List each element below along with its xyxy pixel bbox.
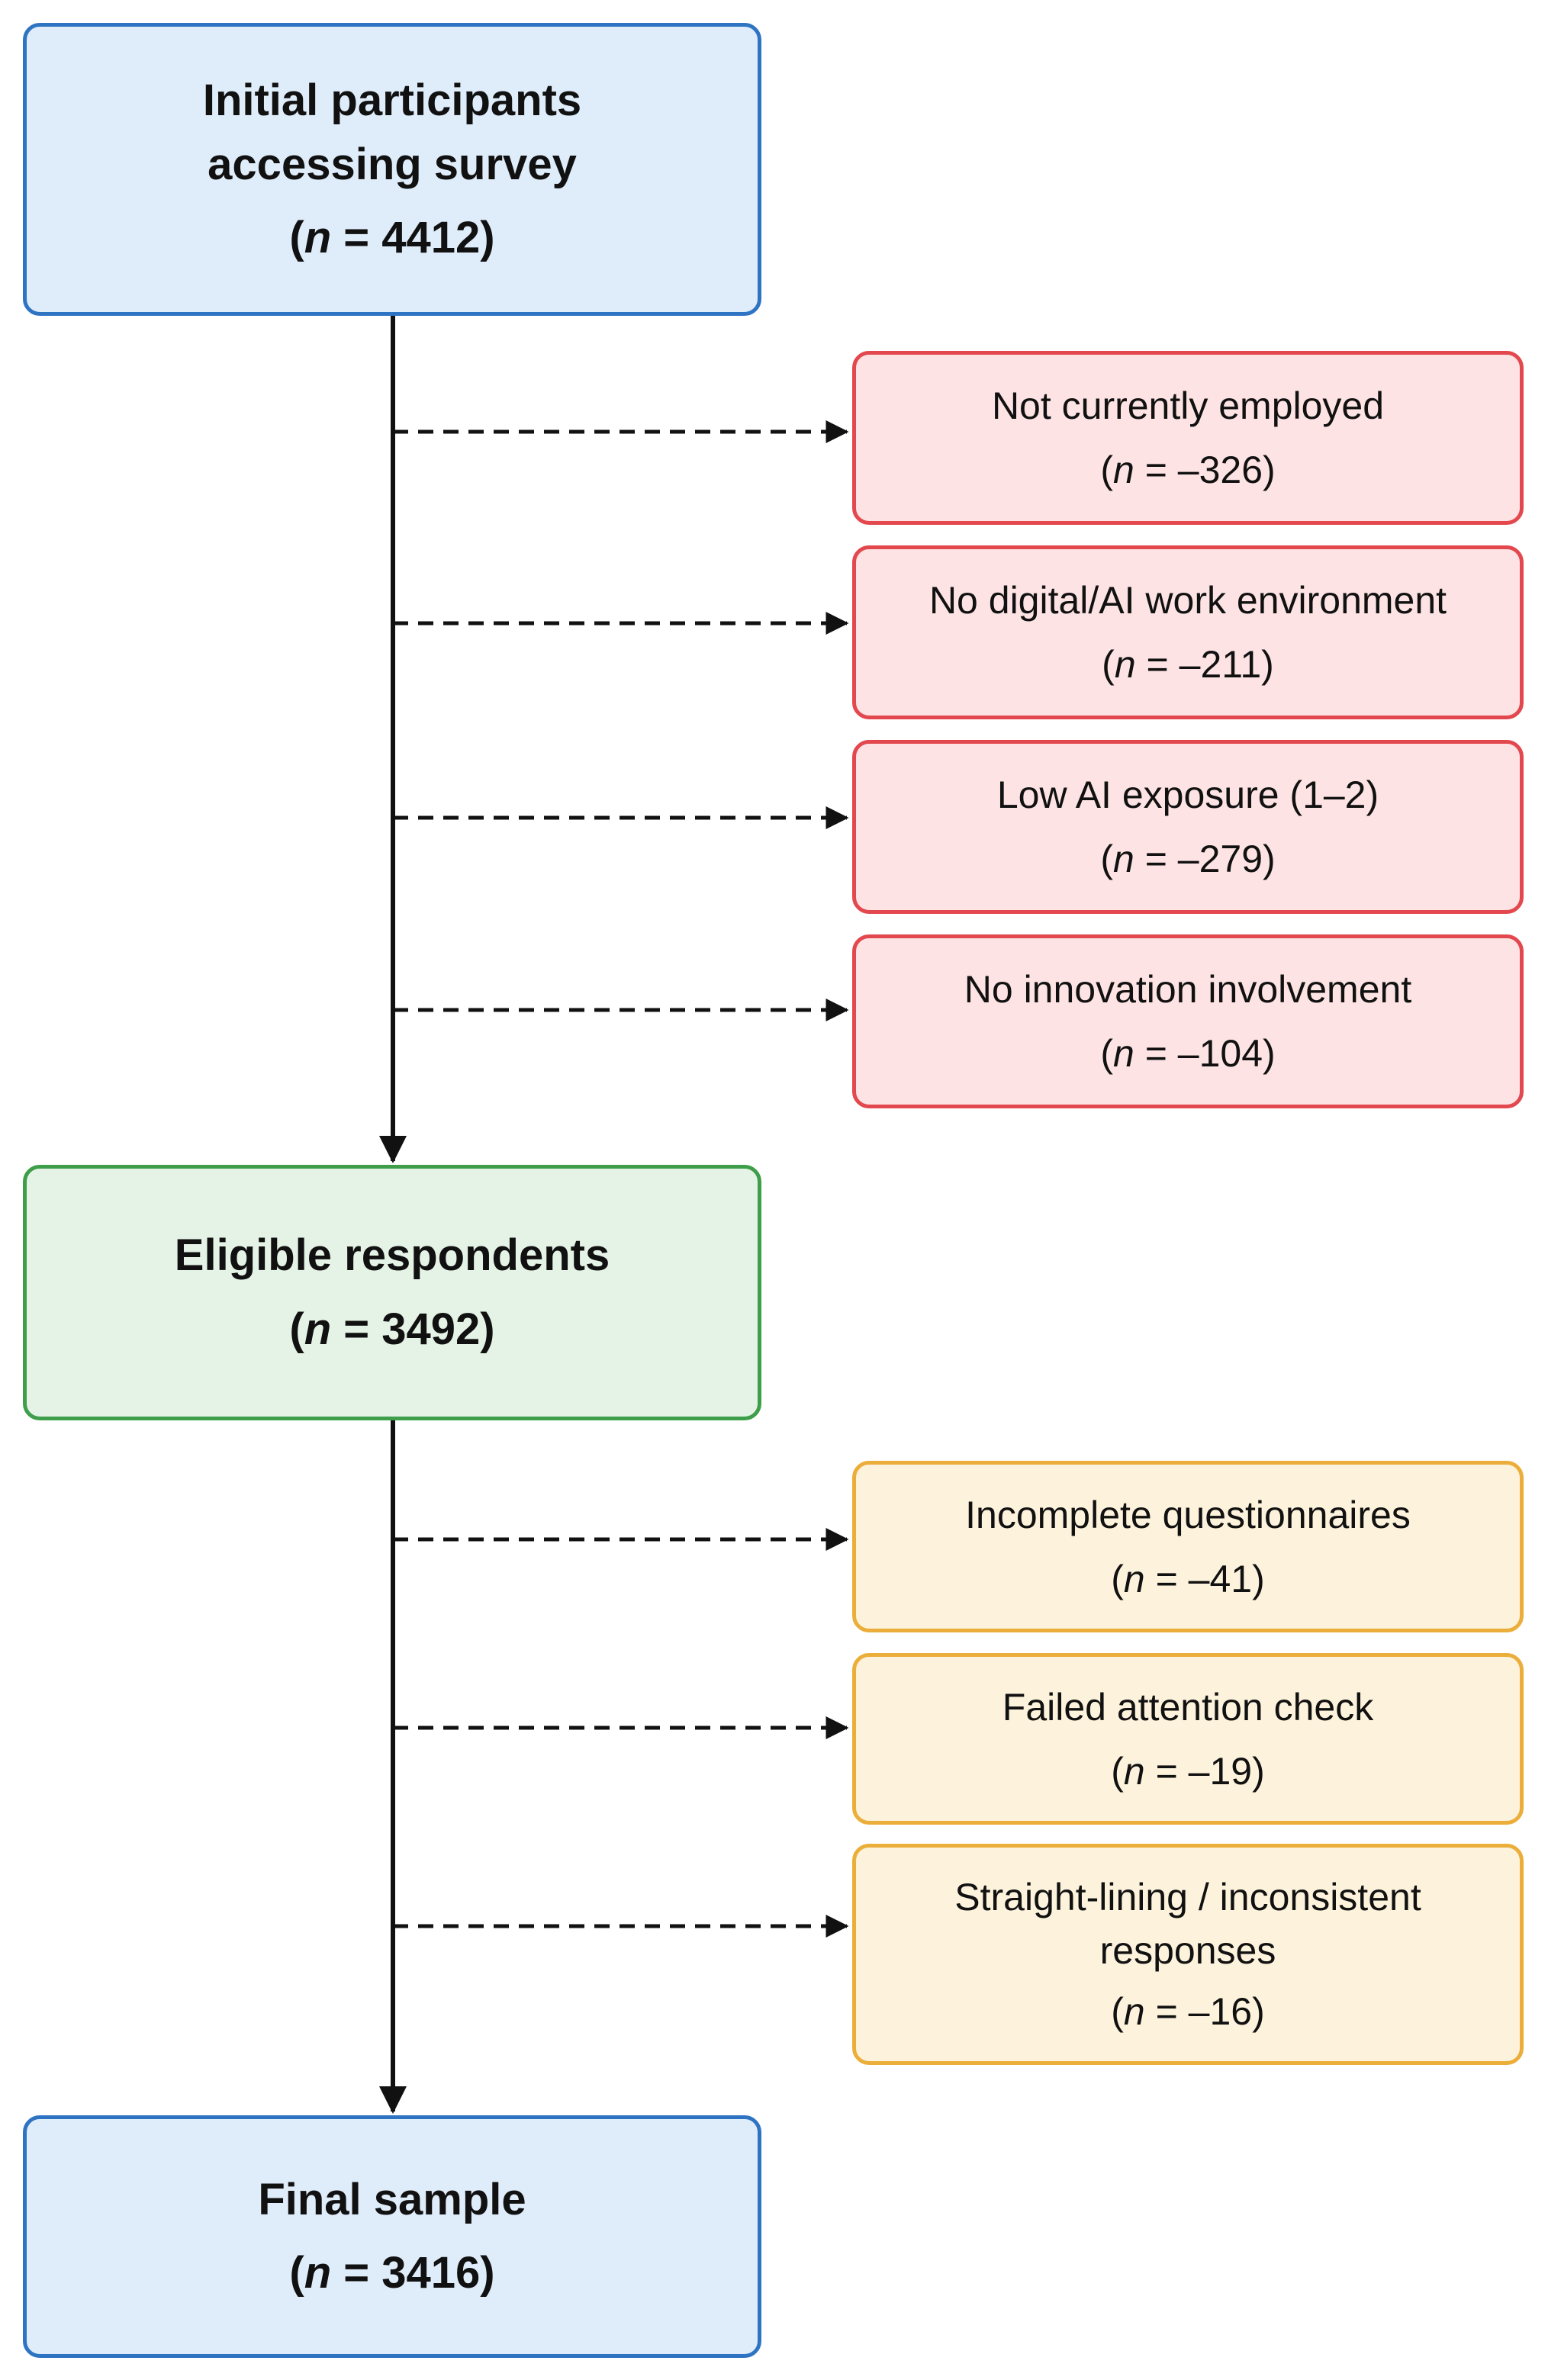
final-sample-count: (n = 3416) <box>289 2248 495 2298</box>
exclusion-label: No digital/AI work environment <box>928 579 1447 622</box>
exclusion-count: (n = –41) <box>1111 1557 1265 1600</box>
exclusion-label: Straight-lining / inconsistent responses <box>954 1876 1421 1972</box>
exclusion-label: Not currently employed <box>991 384 1385 427</box>
exclusion-label: Failed attention check <box>1002 1685 1374 1729</box>
exclusion-label: Low AI exposure (1–2) <box>996 774 1379 816</box>
exclusion-box-no-innovation: No innovation involvement (n = –104) <box>852 934 1524 1108</box>
exclusion-label: Incomplete questionnaires <box>965 1493 1411 1536</box>
exclusion-box-attention-check: Failed attention check (n = –19) <box>852 1653 1524 1825</box>
exclusion-count: (n = –326) <box>1100 449 1276 491</box>
initial-participants-label: Initial participants accessing survey <box>202 75 582 189</box>
eligible-respondents-label: Eligible respondents <box>174 1230 610 1281</box>
exclusion-count: (n = –211) <box>1102 643 1274 686</box>
exclusion-box-low-ai-exposure: Low AI exposure (1–2) (n = –279) <box>852 740 1524 914</box>
final-sample-box: Final sample (n = 3416) <box>23 2115 761 2358</box>
exclusion-count: (n = –16) <box>1111 1990 1265 2033</box>
exclusion-box-incomplete: Incomplete questionnaires (n = –41) <box>852 1461 1524 1632</box>
exclusion-count: (n = –104) <box>1100 1032 1276 1075</box>
eligible-respondents-box: Eligible respondents (n = 3492) <box>23 1165 761 1420</box>
exclusion-box-straight-lining: Straight-lining / inconsistent responses… <box>852 1844 1524 2065</box>
exclusion-box-no-digital-ai: No digital/AI work environment (n = –211… <box>852 545 1524 719</box>
exclusion-count: (n = –279) <box>1100 838 1276 880</box>
exclusion-box-not-employed: Not currently employed (n = –326) <box>852 351 1524 525</box>
initial-participants-box: Initial participants accessing survey (n… <box>23 23 761 316</box>
eligible-respondents-count: (n = 3492) <box>289 1304 495 1354</box>
final-sample-label: Final sample <box>258 2174 526 2224</box>
initial-participants-count: (n = 4412) <box>289 213 495 263</box>
exclusion-label: No innovation involvement <box>964 968 1412 1011</box>
exclusion-count: (n = –19) <box>1111 1749 1265 1793</box>
